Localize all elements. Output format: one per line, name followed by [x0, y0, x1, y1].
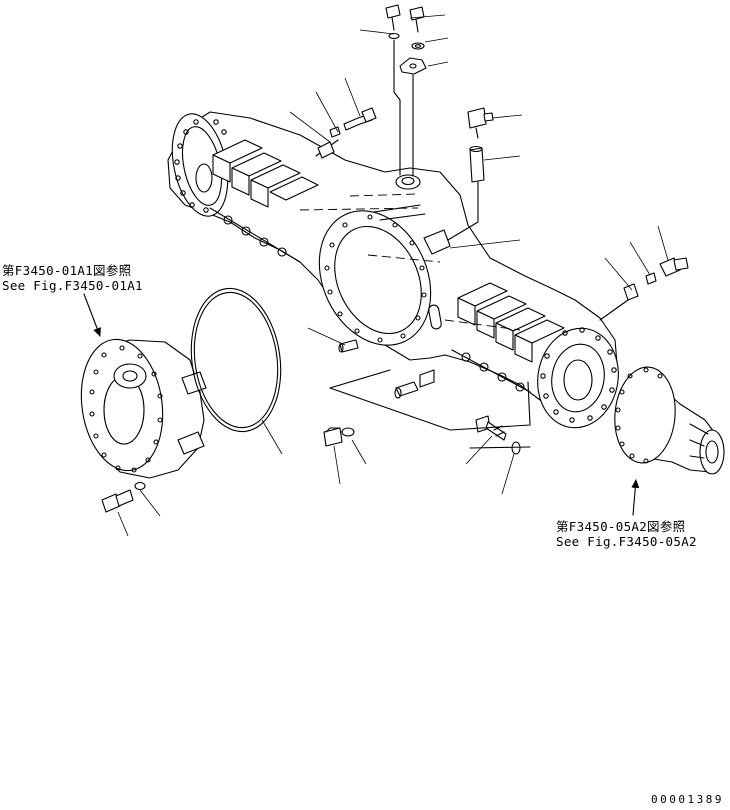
dashed-alignment-lines	[299, 193, 521, 331]
left-flange-bolt-holes	[174, 119, 227, 213]
breather-plate	[399, 57, 427, 75]
left-spring-pads	[212, 139, 319, 208]
reference-note-left-line2: See Fig.F3450-01A1	[2, 278, 143, 293]
reference-note-left-line1: 第F3450-01A1図参照	[2, 263, 132, 278]
right-lower-lugs	[451, 349, 531, 393]
left-lower-lugs	[209, 207, 301, 263]
reference-arrow-right	[631, 479, 640, 516]
reference-note-right: 第F3450-05A2図参照 See Fig.F3450-05A2	[556, 519, 697, 549]
dowel-pin	[338, 339, 359, 353]
extension-pipe	[447, 145, 485, 241]
drain-plug	[323, 427, 343, 447]
plug	[395, 381, 419, 397]
washer-left	[134, 481, 146, 491]
axle-housing	[167, 111, 619, 429]
left-drive-bolt-holes	[89, 345, 163, 473]
o-ring-large	[190, 287, 282, 433]
reference-note-right-line2: See Fig.F3450-05A2	[556, 534, 697, 549]
drain-washer	[341, 427, 355, 437]
right-spring-pads	[457, 282, 565, 363]
washer-small	[411, 42, 425, 50]
elbow-fitting	[467, 107, 494, 139]
reference-note-right-line1: 第F3450-05A2図参照	[556, 519, 686, 534]
leader-lines	[117, 0, 669, 537]
drawing-number: 00001389	[651, 793, 724, 806]
axle-hub-right	[614, 366, 725, 475]
reference-arrow-left	[83, 293, 101, 337]
center-flange-bolt-holes	[324, 214, 427, 343]
o-ring-small	[388, 32, 400, 40]
plate-left	[317, 141, 335, 159]
final-drive-housing-left	[80, 338, 207, 479]
lower-washer	[511, 441, 521, 455]
mounting-bolt-right	[599, 257, 689, 321]
breather-bolts	[385, 4, 425, 33]
reference-note-left: 第F3450-01A1図参照 See Fig.F3450-01A1	[2, 263, 143, 293]
hub-bolt-holes	[615, 367, 663, 464]
housing-bolt-left	[101, 489, 134, 513]
washer-small-inner	[414, 44, 422, 48]
right-flange-bolt-holes	[540, 327, 617, 423]
